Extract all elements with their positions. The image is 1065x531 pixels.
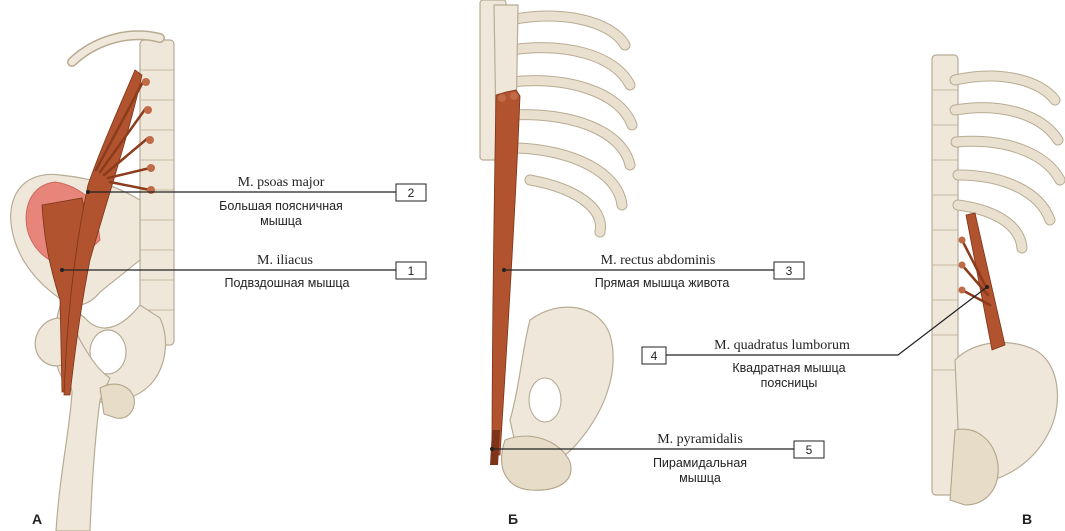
label-latin-pyramidalis: M. pyramidalis	[657, 432, 743, 447]
label-russian-pyramidalis-line2: мышца	[679, 471, 721, 485]
label-latin-iliacus: M. iliacus	[257, 253, 313, 268]
label-number-1: 1	[408, 264, 415, 278]
label-number-4: 4	[651, 349, 658, 363]
panel-label-a: А	[32, 511, 42, 527]
label-box-3: 3	[774, 262, 804, 279]
label-box-1: 1	[396, 262, 426, 279]
panel-c-illustration	[932, 55, 1060, 505]
panel-a-illustration	[11, 35, 174, 531]
panel-label-b: Б	[508, 511, 518, 527]
label-latin-psoas-major: M. psoas major	[238, 175, 325, 190]
panel-label-c: В	[1022, 511, 1032, 527]
panel-b-illustration	[480, 0, 632, 490]
label-box-5: 5	[794, 441, 824, 458]
label-russian-rectus-abdominis: Прямая мышца живота	[595, 276, 730, 290]
label-russian-pyramidalis-line1: Пирамидальная	[653, 456, 747, 470]
label-russian-psoas-major-line1: Большая поясничная	[219, 199, 343, 213]
label-box-4: 4	[642, 347, 666, 364]
label-russian-psoas-major-line2: мышца	[260, 214, 302, 228]
label-number-2: 2	[408, 186, 415, 200]
label-number-3: 3	[786, 264, 793, 278]
label-russian-quadratus-lumborum-line2: поясницы	[761, 376, 818, 390]
label-number-5: 5	[806, 443, 813, 457]
label-latin-rectus-abdominis: M. rectus abdominis	[601, 253, 716, 268]
label-latin-quadratus-lumborum: M. quadratus lumborum	[714, 338, 850, 353]
label-russian-iliacus: Подвздошная мышца	[225, 276, 350, 290]
label-box-2: 2	[396, 184, 426, 201]
label-russian-quadratus-lumborum-line1: Квадратная мышца	[732, 361, 845, 375]
